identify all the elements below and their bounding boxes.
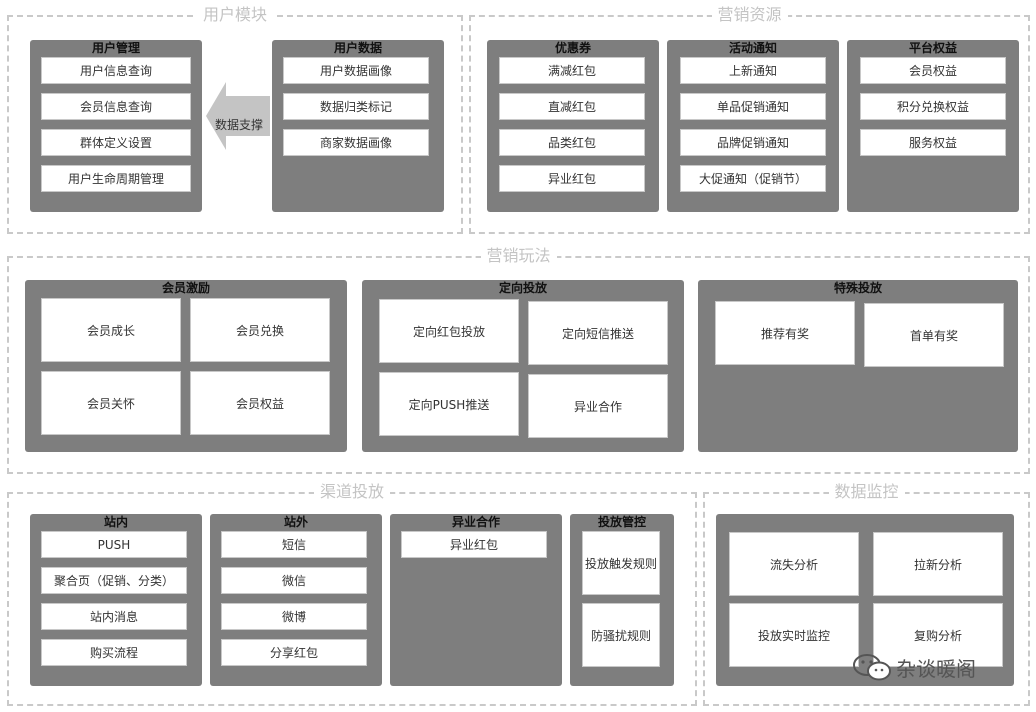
item-direct-reduction[interactable]: 直减红包 bbox=[499, 93, 645, 120]
panel-onsite: 站内 PUSH 聚合页（促销、分类） 站内消息 购买流程 bbox=[30, 514, 202, 686]
item-full-reduction[interactable]: 满减红包 bbox=[499, 57, 645, 84]
item-member-info-query[interactable]: 会员信息查询 bbox=[41, 93, 191, 120]
section-user-module: 用户模块 bbox=[7, 4, 463, 234]
item-group-definition[interactable]: 群体定义设置 bbox=[41, 129, 191, 156]
panel-title: 定向投放 bbox=[498, 281, 547, 295]
item-repurchase-analysis[interactable]: 复购分析 bbox=[873, 603, 1003, 667]
panel-title: 站外 bbox=[283, 515, 308, 529]
item-share-coupon[interactable]: 分享红包 bbox=[221, 639, 367, 666]
item-churn-analysis[interactable]: 流失分析 bbox=[729, 532, 859, 596]
item-push[interactable]: PUSH bbox=[41, 531, 187, 558]
item-cross-industry-coupon[interactable]: 异业红包 bbox=[401, 531, 547, 558]
section-title: 营销资源 bbox=[711, 4, 788, 26]
item-anti-spam-rules[interactable]: 防骚扰规则 bbox=[582, 603, 660, 667]
item-weibo[interactable]: 微博 bbox=[221, 603, 367, 630]
item-merchant-profile[interactable]: 商家数据画像 bbox=[283, 129, 429, 156]
item-targeted-coupon[interactable]: 定向红包投放 bbox=[379, 299, 519, 363]
item-member-exchange[interactable]: 会员兑换 bbox=[190, 298, 330, 362]
item-referral-reward[interactable]: 推荐有奖 bbox=[715, 301, 855, 365]
panel-special-delivery: 特殊投放 推荐有奖 首单有奖 bbox=[698, 280, 1018, 452]
section-marketing-resources: 营销资源 bbox=[469, 4, 1030, 234]
panel-offsite: 站外 短信 微信 微博 分享红包 bbox=[210, 514, 382, 686]
item-user-info-query[interactable]: 用户信息查询 bbox=[41, 57, 191, 84]
wechat-icon bbox=[853, 654, 891, 681]
item-acquisition-analysis[interactable]: 拉新分析 bbox=[873, 532, 1003, 596]
panel-user-management: 用户管理 用户信息查询 会员信息查询 群体定义设置 用户生命周期管理 bbox=[30, 40, 202, 212]
panel-delivery-control: 投放管控 投放触发规则 防骚扰规则 bbox=[570, 514, 674, 686]
panel-platform-rights: 平台权益 会员权益 积分兑换权益 服务权益 bbox=[847, 40, 1019, 212]
item-targeted-push[interactable]: 定向PUSH推送 bbox=[379, 372, 519, 436]
item-single-promo-notice[interactable]: 单品促销通知 bbox=[680, 93, 826, 120]
panel-user-data: 用户数据 用户数据画像 数据归类标记 商家数据画像 bbox=[272, 40, 444, 212]
panel-title: 优惠券 bbox=[554, 41, 591, 55]
item-new-arrival-notice[interactable]: 上新通知 bbox=[680, 57, 826, 84]
section-marketing-play: 营销玩法 bbox=[7, 245, 1030, 474]
panel-cross-industry: 异业合作 异业红包 bbox=[390, 514, 562, 686]
item-sms[interactable]: 短信 bbox=[221, 531, 367, 558]
panel-title: 平台权益 bbox=[908, 41, 957, 55]
item-member-rights[interactable]: 会员权益 bbox=[860, 57, 1006, 84]
panel-member-incentive: 会员激励 会员成长 会员兑换 会员关怀 会员权益 bbox=[25, 280, 347, 452]
panel-title: 用户管理 bbox=[91, 41, 140, 55]
item-trigger-rules[interactable]: 投放触发规则 bbox=[582, 531, 660, 595]
panel-title: 特殊投放 bbox=[833, 281, 882, 295]
item-user-profile[interactable]: 用户数据画像 bbox=[283, 57, 429, 84]
section-title: 营销玩法 bbox=[480, 245, 557, 267]
panel-data-monitoring: 流失分析 拉新分析 投放实时监控 复购分析 bbox=[716, 514, 1014, 686]
item-big-promo-notice[interactable]: 大促通知（促销节） bbox=[680, 165, 826, 192]
panel-coupon: 优惠券 满减红包 直减红包 品类红包 异业红包 bbox=[487, 40, 659, 212]
section-title: 用户模块 bbox=[196, 4, 274, 26]
panel-title: 站内 bbox=[103, 515, 128, 529]
item-service-rights[interactable]: 服务权益 bbox=[860, 129, 1006, 156]
section-data-monitor: 数据监控 bbox=[703, 481, 1030, 706]
panel-title: 用户数据 bbox=[333, 41, 382, 55]
item-points-exchange[interactable]: 积分兑换权益 bbox=[860, 93, 1006, 120]
item-onsite-message[interactable]: 站内消息 bbox=[41, 603, 187, 630]
item-member-growth[interactable]: 会员成长 bbox=[41, 298, 181, 362]
item-realtime-monitoring[interactable]: 投放实时监控 bbox=[729, 603, 859, 667]
item-cross-cooperation[interactable]: 异业合作 bbox=[528, 374, 668, 438]
item-targeted-sms[interactable]: 定向短信推送 bbox=[528, 301, 668, 365]
item-cross-coupon[interactable]: 异业红包 bbox=[499, 165, 645, 192]
panel-targeted-delivery: 定向投放 定向红包投放 定向短信推送 定向PUSH推送 异业合作 bbox=[362, 280, 684, 452]
item-member-care[interactable]: 会员关怀 bbox=[41, 371, 181, 435]
watermark-text: 杂谈暖阁 bbox=[896, 656, 976, 681]
item-brand-promo-notice[interactable]: 品牌促销通知 bbox=[680, 129, 826, 156]
panel-title: 会员激励 bbox=[161, 281, 210, 295]
watermark: 杂谈暖阁 bbox=[852, 652, 976, 682]
panel-title: 投放管控 bbox=[597, 515, 646, 529]
item-first-order-reward[interactable]: 首单有奖 bbox=[864, 303, 1004, 367]
panel-activity-notice: 活动通知 上新通知 单品促销通知 品牌促销通知 大促通知（促销节） bbox=[667, 40, 839, 212]
item-aggregation-page[interactable]: 聚合页（促销、分类） bbox=[41, 567, 187, 594]
item-purchase-flow[interactable]: 购买流程 bbox=[41, 639, 187, 666]
item-wechat[interactable]: 微信 bbox=[221, 567, 367, 594]
item-user-lifecycle[interactable]: 用户生命周期管理 bbox=[41, 165, 191, 192]
section-channel: 渠道投放 bbox=[7, 481, 697, 706]
section-title: 数据监控 bbox=[828, 481, 905, 503]
panel-title: 活动通知 bbox=[728, 41, 777, 55]
left-arrow-icon bbox=[206, 82, 270, 150]
item-data-tagging[interactable]: 数据归类标记 bbox=[283, 93, 429, 120]
data-support-label: 数据支撑 bbox=[214, 118, 263, 132]
item-member-benefits[interactable]: 会员权益 bbox=[190, 371, 330, 435]
panel-title: 异业合作 bbox=[451, 515, 500, 529]
section-title: 渠道投放 bbox=[313, 481, 391, 503]
item-category-coupon[interactable]: 品类红包 bbox=[499, 129, 645, 156]
